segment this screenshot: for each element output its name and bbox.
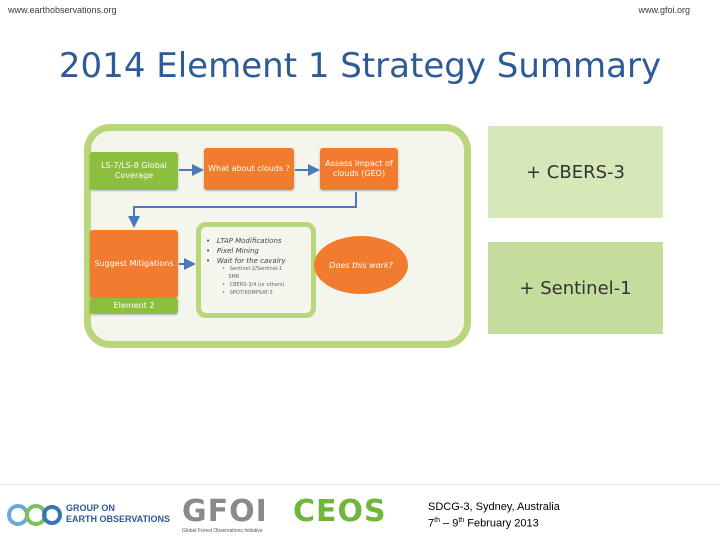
node-global-coverage: LS-7/LS-8 Global Coverage bbox=[90, 152, 178, 190]
header-url-left[interactable]: www.earthobservations.org bbox=[8, 5, 117, 15]
node-clouds: What about clouds ? bbox=[204, 148, 294, 190]
event-dates: 7th – 9th February 2013 bbox=[428, 517, 539, 530]
sentinel-box: + Sentinel-1 bbox=[488, 242, 663, 334]
cavalry-sublist: • Sentinel-2/Sentinel-1 SMR • CBERS-3/4 … bbox=[222, 265, 284, 297]
cbers-box: + CBERS-3 bbox=[488, 126, 663, 218]
modification-item: • Pixel Mining bbox=[206, 247, 259, 255]
modification-item: • Wait for the cavalry bbox=[206, 257, 286, 265]
header-url-right[interactable]: www.gfoi.org bbox=[638, 5, 690, 15]
check-ellipse: Does this work? bbox=[314, 236, 408, 294]
geo-text-line2: EARTH OBSERVATIONS bbox=[66, 514, 171, 524]
geo-text: GROUP ON EARTH OBSERVATIONS bbox=[66, 503, 170, 525]
event-location: SDCG-3, Sydney, Australia bbox=[428, 501, 560, 513]
ceos-logo: CEOS bbox=[293, 494, 387, 529]
modifications-list: • LTAP Modifications • Pixel Mining • Wa… bbox=[206, 236, 286, 266]
event-info: SDCG-3, Sydney, Australia 7th – 9th Febr… bbox=[428, 500, 560, 531]
geo-logo bbox=[6, 500, 62, 530]
arrow-assess-to-suggest bbox=[128, 192, 357, 228]
cavalry-item: SMR bbox=[228, 274, 240, 280]
gfoi-tagline: Global Forest Observations Initiative bbox=[182, 528, 263, 534]
modifications-frame bbox=[196, 222, 316, 318]
cavalry-item: • CBERS-3/4 (or others) bbox=[222, 282, 285, 288]
footer-divider bbox=[0, 484, 720, 485]
cavalry-item: • SPOT/KOMPSAT-3 bbox=[222, 290, 273, 296]
node-suggest-mitigations: Suggest Mitigations bbox=[90, 230, 178, 298]
gfoi-logo: GFOI bbox=[182, 494, 268, 529]
geo-logo-icon bbox=[7, 504, 62, 526]
node-element-2: Element 2 bbox=[90, 298, 178, 314]
cavalry-item: • Sentinel-2/Sentinel-1 bbox=[222, 266, 283, 272]
geo-text-line1: GROUP ON bbox=[66, 503, 115, 513]
modification-item: • LTAP Modifications bbox=[206, 237, 282, 245]
node-assess-impact: Assess impact of clouds (GEO) bbox=[320, 148, 398, 190]
slide-title: 2014 Element 1 Strategy Summary bbox=[58, 46, 662, 86]
